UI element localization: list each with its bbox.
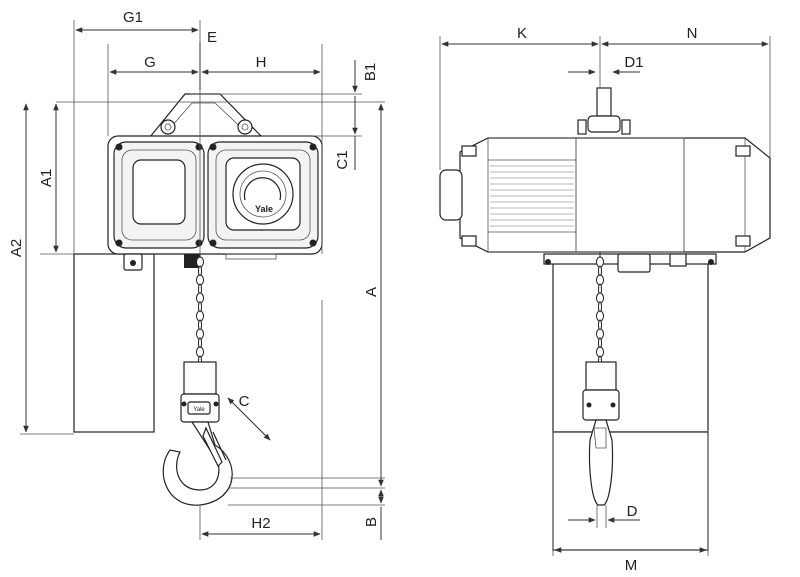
hook-block-front: Yale [180, 361, 220, 423]
dim-label-n: N [687, 25, 698, 42]
dim-label-c1: C1 [334, 150, 351, 169]
dim-label-g1: G1 [123, 9, 143, 26]
dim-label-d1: D1 [624, 54, 643, 71]
chain-front [196, 254, 204, 367]
chain-bag-side [552, 261, 709, 433]
dim-label-b1: B1 [362, 63, 379, 81]
right-panel: Yale [207, 141, 319, 249]
dim-label-a2: A2 [8, 239, 25, 257]
side-view [439, 87, 771, 551]
left-panel [113, 141, 205, 249]
hook-front [162, 421, 233, 506]
dimension-lines: G1 E G H B1 C1 A1 A2 A C H2 B K N D1 D M [8, 9, 771, 574]
dim-label-k: K [517, 25, 527, 42]
dim-label-e: E [207, 29, 217, 46]
dim-label-b: B [363, 517, 380, 527]
chain-side [596, 256, 604, 367]
top-hook-side [577, 87, 631, 135]
dim-label-m: M [625, 557, 638, 574]
dim-label-a1: A1 [38, 169, 55, 187]
hook-marking: Yale [193, 407, 205, 413]
dim-label-c: C [239, 393, 250, 410]
motor-housing-side [459, 137, 771, 253]
hook-block-side [582, 361, 620, 506]
dim-label-a: A [363, 287, 380, 297]
dim-label-h: H [256, 54, 267, 71]
dim-label-g: G [144, 54, 156, 71]
front-view: Yale Yale [73, 93, 323, 506]
brand-label: Yale [255, 204, 273, 214]
dim-label-h2: H2 [251, 515, 270, 532]
dim-label-d: D [627, 503, 638, 520]
chain-bag-front [73, 253, 155, 433]
suspension-lug-front [148, 93, 264, 138]
cooling-fins [490, 165, 574, 227]
